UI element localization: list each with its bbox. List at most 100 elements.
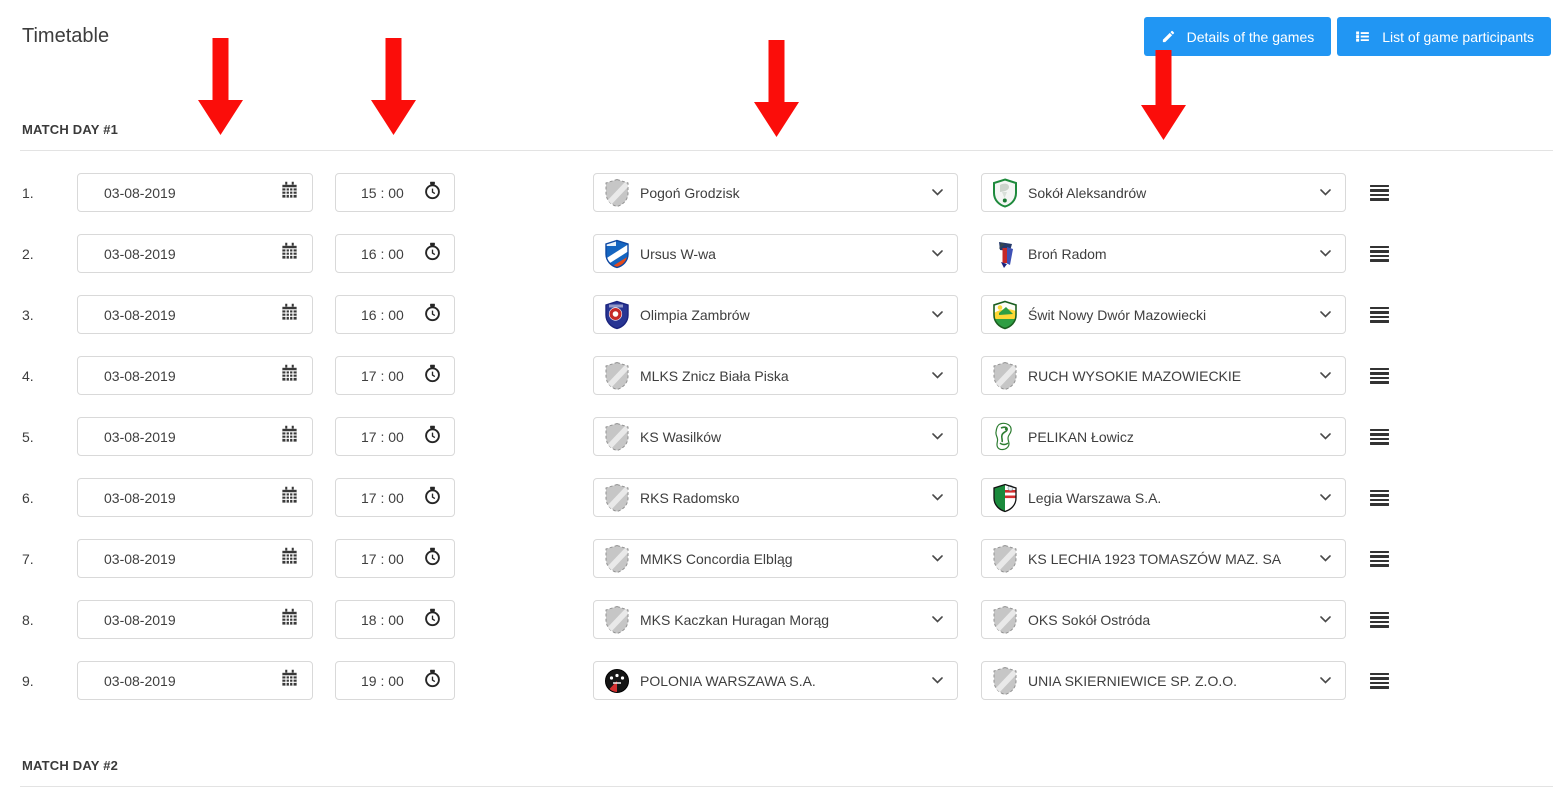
home-team-select[interactable]: MKS Kaczkan Huragan Morąg <box>593 600 958 639</box>
chevron-down-icon <box>932 494 943 501</box>
home-team-select[interactable]: KS Wasilków <box>593 417 958 456</box>
calendar-icon[interactable] <box>280 547 299 571</box>
match-date-value: 03-08-2019 <box>104 245 176 262</box>
match-date-input[interactable]: 03-08-2019 <box>77 234 313 273</box>
match-time-input[interactable]: 18 : 00 <box>335 600 455 639</box>
row-number: 4. <box>22 367 34 384</box>
match-date-input[interactable]: 03-08-2019 <box>77 295 313 334</box>
away-team-logo <box>992 483 1018 513</box>
home-team-select[interactable]: Olimpia Zambrów <box>593 295 958 334</box>
page-title: Timetable <box>22 25 110 47</box>
match-date-input[interactable]: 03-08-2019 <box>77 600 313 639</box>
match-date-input[interactable]: 03-08-2019 <box>77 478 313 517</box>
home-team-logo <box>604 666 630 696</box>
drag-handle-icon[interactable] <box>1370 184 1389 201</box>
match-date-input[interactable]: 03-08-2019 <box>77 539 313 578</box>
away-team-logo <box>992 300 1018 330</box>
match-date-value: 03-08-2019 <box>104 184 176 201</box>
drag-handle-icon[interactable] <box>1370 611 1389 628</box>
away-team-select[interactable]: PELIKAN Łowicz <box>981 417 1346 456</box>
drag-handle-icon[interactable] <box>1370 306 1389 323</box>
home-team-name: MMKS Concordia Elbląg <box>640 550 793 567</box>
match-time-input[interactable]: 15 : 00 <box>335 173 455 212</box>
match-time-value: 15 : 00 <box>361 184 404 201</box>
clock-icon[interactable] <box>423 669 442 693</box>
match-row: 9. 03-08-2019 19 : 00 <box>0 661 1567 700</box>
away-team-select[interactable]: UNIA SKIERNIEWICE SP. Z.O.O. <box>981 661 1346 700</box>
match-date-input[interactable]: 03-08-2019 <box>77 356 313 395</box>
chevron-down-icon <box>1320 555 1331 562</box>
calendar-icon[interactable] <box>280 181 299 205</box>
row-number: 8. <box>22 611 34 628</box>
away-team-logo <box>992 666 1018 696</box>
match-time-input[interactable]: 17 : 00 <box>335 478 455 517</box>
away-team-select[interactable]: Broń Radom <box>981 234 1346 273</box>
match-date-input[interactable]: 03-08-2019 <box>77 661 313 700</box>
home-team-select[interactable]: POLONIA WARSZAWA S.A. <box>593 661 958 700</box>
drag-handle-icon[interactable] <box>1370 489 1389 506</box>
home-team-logo <box>604 422 630 452</box>
clock-icon[interactable] <box>423 547 442 571</box>
red-arrow-icon <box>198 38 243 135</box>
clock-icon[interactable] <box>423 242 442 266</box>
home-team-select[interactable]: RKS Radomsko <box>593 478 958 517</box>
calendar-icon[interactable] <box>280 364 299 388</box>
away-team-select[interactable]: KS LECHIA 1923 TOMASZÓW MAZ. SA <box>981 539 1346 578</box>
home-team-select[interactable]: MMKS Concordia Elbląg <box>593 539 958 578</box>
match-date-value: 03-08-2019 <box>104 367 176 384</box>
chevron-down-icon <box>1320 189 1331 196</box>
clock-icon[interactable] <box>423 486 442 510</box>
calendar-icon[interactable] <box>280 242 299 266</box>
away-team-select[interactable]: Legia Warszawa S.A. <box>981 478 1346 517</box>
match-date-input[interactable]: 03-08-2019 <box>77 417 313 456</box>
clock-icon[interactable] <box>423 303 442 327</box>
home-team-logo <box>604 483 630 513</box>
drag-handle-icon[interactable] <box>1370 245 1389 262</box>
match-date-value: 03-08-2019 <box>104 611 176 628</box>
clock-icon[interactable] <box>423 608 442 632</box>
drag-handle-icon[interactable] <box>1370 428 1389 445</box>
clock-icon[interactable] <box>423 364 442 388</box>
chevron-down-icon <box>1320 677 1331 684</box>
red-arrow-icon <box>371 38 416 135</box>
clock-icon[interactable] <box>423 425 442 449</box>
match-row: 7. 03-08-2019 17 : 00 <box>0 539 1567 578</box>
list-of-participants-button[interactable]: List of game participants <box>1337 17 1551 56</box>
drag-handle-icon[interactable] <box>1370 367 1389 384</box>
away-team-logo <box>992 239 1018 269</box>
drag-handle-icon[interactable] <box>1370 672 1389 689</box>
calendar-icon[interactable] <box>280 608 299 632</box>
home-team-name: Olimpia Zambrów <box>640 306 750 323</box>
home-team-select[interactable]: Pogoń Grodzisk <box>593 173 958 212</box>
away-team-logo <box>992 422 1018 452</box>
away-team-select[interactable]: RUCH WYSOKIE MAZOWIECKIE <box>981 356 1346 395</box>
calendar-icon[interactable] <box>280 486 299 510</box>
match-time-input[interactable]: 16 : 00 <box>335 295 455 334</box>
clock-icon[interactable] <box>423 181 442 205</box>
drag-handle-icon[interactable] <box>1370 550 1389 567</box>
chevron-down-icon <box>1320 250 1331 257</box>
match-time-input[interactable]: 17 : 00 <box>335 356 455 395</box>
match-time-input[interactable]: 16 : 00 <box>335 234 455 273</box>
match-time-input[interactable]: 19 : 00 <box>335 661 455 700</box>
match-time-input[interactable]: 17 : 00 <box>335 417 455 456</box>
match-time-value: 18 : 00 <box>361 611 404 628</box>
details-of-games-button[interactable]: Details of the games <box>1143 17 1332 56</box>
match-date-value: 03-08-2019 <box>104 306 176 323</box>
match-time-value: 19 : 00 <box>361 672 404 689</box>
calendar-icon[interactable] <box>280 303 299 327</box>
calendar-icon[interactable] <box>280 425 299 449</box>
match-time-input[interactable]: 17 : 00 <box>335 539 455 578</box>
home-team-select[interactable]: Ursus W-wa <box>593 234 958 273</box>
calendar-icon[interactable] <box>280 669 299 693</box>
home-team-select[interactable]: MLKS Znicz Biała Piska <box>593 356 958 395</box>
away-team-select[interactable]: OKS Sokół Ostróda <box>981 600 1346 639</box>
chevron-down-icon <box>1320 372 1331 379</box>
match-time-value: 16 : 00 <box>361 245 404 262</box>
match-date-input[interactable]: 03-08-2019 <box>77 173 313 212</box>
row-number: 9. <box>22 672 34 689</box>
match-row: 8. 03-08-2019 18 : 00 <box>0 600 1567 639</box>
home-team-logo <box>604 178 630 208</box>
away-team-select[interactable]: Sokół Aleksandrów <box>981 173 1346 212</box>
away-team-select[interactable]: Świt Nowy Dwór Mazowiecki <box>981 295 1346 334</box>
